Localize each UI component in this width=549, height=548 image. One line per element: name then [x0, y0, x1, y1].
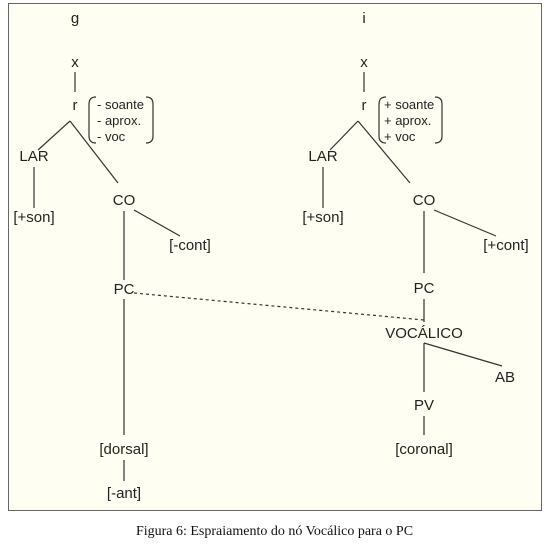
- left-lar-feature: [+son]: [13, 209, 54, 226]
- right-pv-node: PV: [414, 397, 434, 414]
- left-root-node: r: [73, 97, 78, 114]
- right-lar-feature: [+son]: [302, 209, 343, 226]
- right-vocalico-ab-edge: [423, 342, 503, 367]
- left-pc-feature: [dorsal]: [99, 441, 148, 458]
- left-lar-node: LAR: [19, 148, 48, 165]
- right-root-feature-bracket-open: [378, 96, 387, 144]
- spreading-dashed-line: [133, 292, 425, 321]
- left-pc-subfeature: [-ant]: [107, 485, 141, 502]
- right-ab-node: AB: [495, 369, 515, 386]
- right-root-feature: + voc: [384, 129, 416, 144]
- right-pc-node: PC: [414, 280, 435, 297]
- figure-frame: [8, 3, 542, 511]
- left-root-feature-bracket-close: [145, 96, 154, 144]
- right-root-feature: + soante: [384, 97, 434, 112]
- right-root-feature-bracket-close: [434, 96, 443, 144]
- right-segment-label: i: [362, 10, 365, 27]
- right-root-lar-edge: [329, 120, 359, 151]
- right-co-cont-edge: [433, 209, 497, 237]
- right-root-feature: + aprox.: [384, 113, 431, 128]
- left-co-feature: [-cont]: [169, 237, 211, 254]
- right-root-node: r: [362, 97, 367, 114]
- left-root-feature-bracket-open: [88, 96, 97, 144]
- left-root-co-edge: [69, 120, 119, 184]
- right-x-node: x: [360, 54, 368, 71]
- right-co-node: CO: [413, 192, 436, 209]
- left-root-feature: - voc: [97, 129, 126, 144]
- right-vocalico-node: VOCÁLICO: [385, 325, 463, 342]
- left-root-feature: - soante: [97, 97, 144, 112]
- left-co-node: CO: [113, 192, 136, 209]
- left-root-lar-edge: [37, 120, 71, 151]
- figure-caption: Figura 6: Espraiamento do nó Vocálico pa…: [135, 524, 414, 539]
- left-root-feature: - aprox.: [97, 113, 141, 128]
- left-segment-label: g: [71, 10, 79, 27]
- right-root-co-edge: [357, 120, 411, 184]
- left-co-cont-edge: [133, 209, 181, 237]
- right-lar-node: LAR: [308, 148, 337, 165]
- right-pv-feature: [coronal]: [395, 441, 453, 458]
- left-x-node: x: [71, 54, 79, 71]
- left-pc-node: PC: [114, 281, 135, 298]
- right-co-feature: [+cont]: [483, 237, 528, 254]
